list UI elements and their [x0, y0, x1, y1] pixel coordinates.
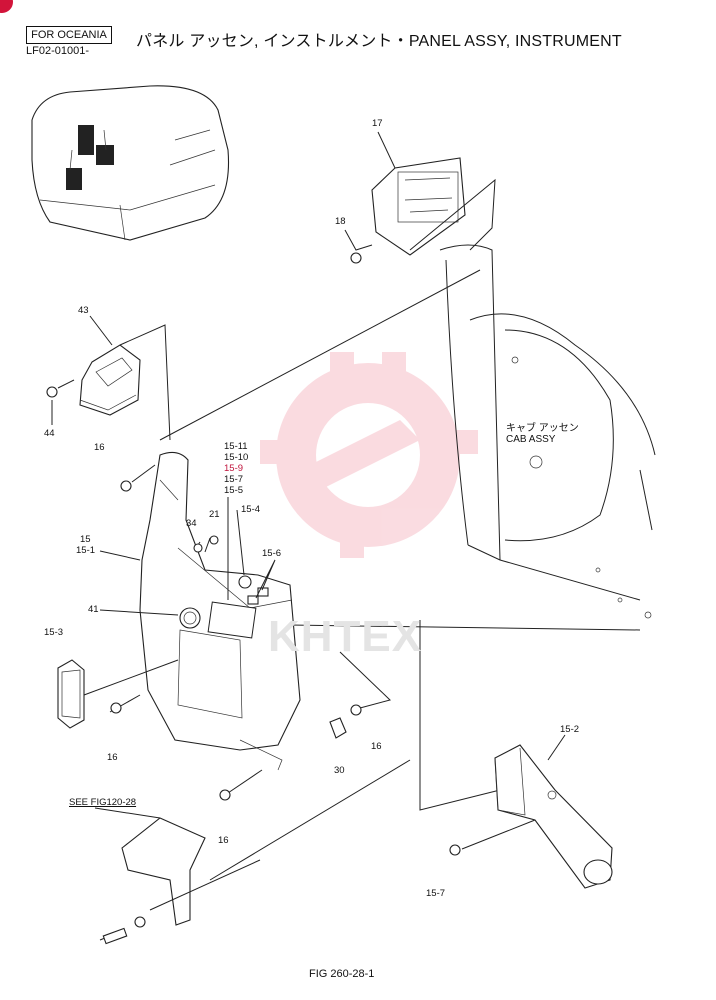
holder-43: [79, 344, 141, 416]
page-title: パネル アッセン, インストルメント・PANEL ASSY, INSTRUMEN…: [136, 33, 622, 50]
bracket-see-fig: [121, 817, 206, 926]
callout-30[interactable]: 30: [334, 765, 345, 776]
callout-17[interactable]: 17: [372, 118, 383, 129]
callout-15-9[interactable]: 15-9: [224, 463, 244, 474]
callout-15-5[interactable]: 15-5: [224, 485, 244, 496]
callout-15-6[interactable]: 15-6: [262, 548, 282, 559]
cab-overview-inset: [31, 85, 230, 241]
callout-41[interactable]: 41: [88, 604, 99, 615]
callout-21[interactable]: 21: [209, 509, 220, 520]
see-fig-reference[interactable]: SEE FIG120-28: [69, 797, 137, 808]
grommet-15-3: [57, 659, 85, 729]
callout-15-2[interactable]: 15-2: [560, 724, 580, 735]
callout-15-4[interactable]: 15-4: [241, 504, 261, 515]
callout-34[interactable]: 34: [186, 518, 197, 529]
callout-16[interactable]: 16: [94, 442, 105, 453]
callout-16-bottom[interactable]: 16: [218, 835, 229, 846]
callout-15-10[interactable]: 15-10: [224, 452, 249, 463]
callout-15[interactable]: 15: [80, 534, 91, 545]
callout-43[interactable]: 43: [78, 305, 89, 316]
watermark-gear-icon: [260, 352, 478, 558]
callout-15-7-duct[interactable]: 15-7: [426, 888, 446, 899]
watermark-text: KHTEX: [268, 612, 423, 661]
callout-15-1[interactable]: 15-1: [76, 545, 96, 556]
cab-assy-label: キャブ アッセン CAB ASSY: [506, 423, 579, 445]
cab-label-jp: キャブ アッセン: [506, 423, 579, 434]
callout-44[interactable]: 44: [44, 428, 55, 439]
callout-16-right[interactable]: 16: [371, 741, 382, 752]
callout-15-11[interactable]: 15-11: [224, 441, 248, 452]
region-tag: FOR OCEANIA: [26, 26, 112, 44]
cab-structure: [439, 244, 656, 619]
callout-15-3[interactable]: 15-3: [44, 627, 64, 638]
cab-label-en: CAB ASSY: [506, 434, 556, 445]
duct-15-2: [494, 744, 613, 889]
figure-number: FIG 260-28-1: [309, 968, 375, 980]
callout-18[interactable]: 18: [335, 216, 346, 227]
corner-badge: [0, 0, 13, 13]
serial-number: LF02-01001-: [26, 45, 89, 57]
monitor-assy-17: [371, 157, 466, 256]
callout-15-7[interactable]: 15-7: [224, 474, 244, 485]
panel-assy-15: [139, 451, 301, 771]
callout-16-lower-left[interactable]: 16: [107, 752, 118, 763]
